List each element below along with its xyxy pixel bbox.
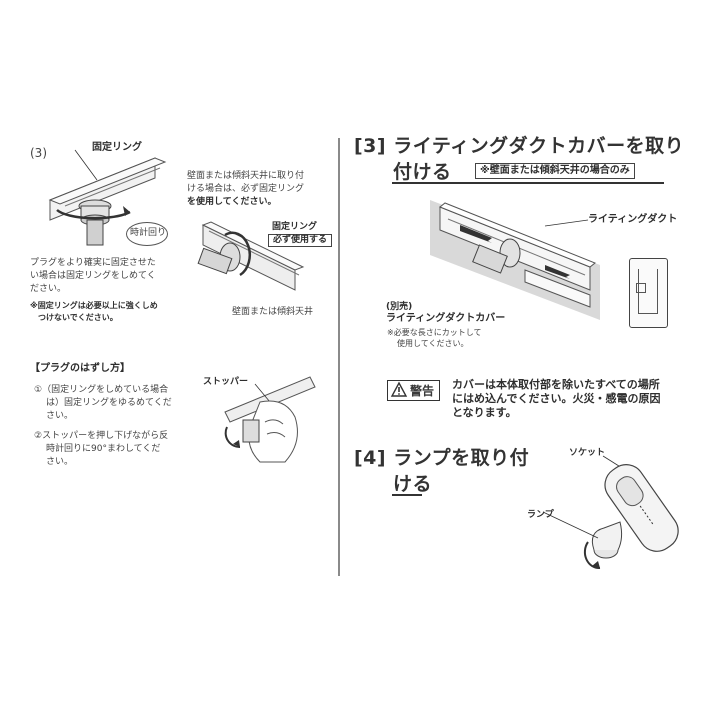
lamp-label: ランプ bbox=[527, 510, 554, 520]
removal-step2-line3: さい。 bbox=[46, 457, 74, 467]
warning-badge: 警告 bbox=[387, 380, 441, 401]
duct-label-leader bbox=[544, 219, 589, 227]
ring-warning-line2: つけないでください。 bbox=[38, 313, 118, 322]
duct-label: ライティングダクト bbox=[588, 214, 678, 225]
fixing-ring-label-2: 固定リング bbox=[272, 222, 318, 232]
removal-step2-line1: ②ストッパーを押し下げながら反 bbox=[34, 431, 169, 441]
fixing-ring-label: 固定リング bbox=[92, 142, 142, 153]
step4-underline bbox=[392, 494, 422, 496]
step3-condition-badge: ※壁面または傾斜天井の場合のみ bbox=[475, 163, 635, 179]
must-use-badge: 必ず使用する bbox=[268, 234, 333, 247]
stopper-figure bbox=[224, 376, 316, 463]
removal-step1-line2: は）固定リングをゆるめてくだ bbox=[46, 398, 172, 408]
wall-caption: 壁面または傾斜天井 bbox=[232, 307, 314, 317]
warning-text-line2: にはめ込んでください。火災・感電の原因 bbox=[452, 392, 661, 405]
warning-label: 警告 bbox=[410, 384, 435, 398]
step4-title-line2: ける bbox=[393, 473, 433, 495]
warning-text-line3: となります。 bbox=[452, 406, 517, 419]
ring-warning-line1: ※固定リングは必要以上に強くしめ bbox=[30, 301, 158, 310]
cover-label-sold-separately: (別売) bbox=[386, 302, 413, 312]
step3-title-line2: 付ける bbox=[393, 161, 452, 183]
lamp-socket-figure bbox=[542, 455, 679, 570]
plug-ring-figure bbox=[48, 149, 167, 246]
plug-text-line2: い場合は固定リングをしめてく bbox=[30, 271, 156, 281]
removal-title: 【プラグのはずし方】 bbox=[30, 363, 130, 374]
column-divider bbox=[338, 138, 340, 576]
wall-note-line1: 壁面または傾斜天井に取り付 bbox=[187, 171, 305, 181]
removal-step1-line3: さい。 bbox=[46, 411, 74, 421]
cover-note-line2: 使用してください。 bbox=[397, 339, 469, 348]
step3-underline bbox=[392, 182, 664, 184]
wall-ring-figure bbox=[197, 221, 305, 291]
socket-label: ソケット bbox=[569, 448, 606, 458]
step4-title-line1: [4] ランプを取り付 bbox=[354, 447, 530, 469]
warning-text-line1: カバーは本体取付部を除いたすべての場所 bbox=[452, 378, 660, 391]
duct-cover-figure bbox=[430, 200, 600, 320]
cover-note-line1: ※必要な長さにカットして bbox=[387, 328, 482, 337]
profile-inset bbox=[629, 258, 668, 328]
wall-note-line3: を使用してください。 bbox=[187, 197, 277, 207]
plug-text-line3: ださい。 bbox=[30, 284, 67, 294]
removal-step1-line1: ①（固定リングをしめている場合 bbox=[34, 385, 169, 395]
cover-label: ライティングダクトカバー bbox=[386, 313, 506, 324]
step3-title-line1: [3] ライティングダクトカバーを取り bbox=[354, 135, 685, 157]
step-number: (3) bbox=[30, 146, 47, 160]
removal-step2-line2: 時計回りに90°まわしてくだ bbox=[46, 444, 161, 454]
plug-text-line1: プラグをより確実に固定させた bbox=[30, 258, 156, 268]
stopper-label: ストッパー bbox=[203, 377, 249, 387]
wall-note-line2: ける場合は、必ず固定リング bbox=[187, 184, 305, 194]
clockwise-label: 時計回り bbox=[130, 228, 167, 238]
warning-triangle-icon bbox=[390, 381, 408, 397]
